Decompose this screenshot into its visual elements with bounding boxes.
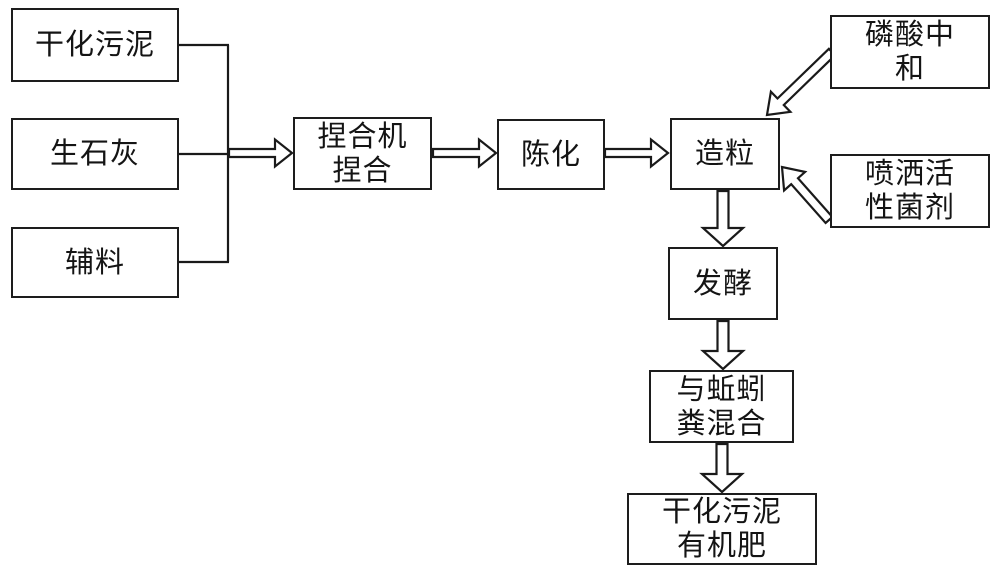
node-spray-bacteria-label-line1: 喷洒活 [864,158,955,190]
node-kneading-label-line1: 捏合机 [317,120,408,153]
node-earthworm-mix-label-line2: 粪混合 [676,407,767,440]
node-spray-bacteria: 喷洒活 性菌剂 [830,154,990,228]
node-auxiliary-material-label: 辅料 [64,246,125,279]
node-phosphoric-acid-label-line2: 和 [894,53,925,85]
node-phosphoric-acid: 磷酸中 和 [830,15,990,89]
arrow-aging-to-granulation [603,137,670,169]
node-phosphoric-acid-label-line1: 磷酸中 [864,19,955,51]
node-kneading: 捏合机 捏合 [293,117,432,190]
arrow-phosphoric-acid-to-granulation [765,47,837,117]
arrow-inputs-to-kneading [227,137,294,169]
node-kneading-label-line2: 捏合 [332,154,393,187]
node-earthworm-mix: 与蚯蚓 粪混合 [649,370,794,443]
node-fermentation: 发酵 [668,247,778,320]
node-earthworm-mix-label-line1: 与蚯蚓 [676,373,767,406]
arrow-earthworm-mix-to-fertilizer [699,442,745,494]
node-spray-bacteria-label-line2: 性菌剂 [864,192,955,224]
node-aging: 陈化 [497,119,605,190]
node-fermentation-label: 发酵 [692,267,753,300]
node-aging-label: 陈化 [520,138,581,171]
node-quicklime-label: 生石灰 [49,138,140,170]
arrow-spray-bacteria-to-granulation [780,165,834,225]
node-organic-fertilizer-label-line2: 有机肥 [676,530,767,562]
node-dried-sludge-label: 干化污泥 [34,29,155,61]
node-quicklime: 生石灰 [11,118,179,190]
node-granulation: 造粒 [670,118,780,190]
node-granulation-label: 造粒 [694,138,755,170]
node-organic-fertilizer-label-line1: 干化污泥 [661,496,782,528]
arrow-fermentation-to-earthworm-mix [700,319,746,371]
node-dried-sludge: 干化污泥 [11,8,179,82]
node-organic-fertilizer: 干化污泥 有机肥 [627,493,817,565]
node-auxiliary-material: 辅料 [11,227,179,298]
arrow-kneading-to-aging [431,137,498,169]
arrow-granulation-to-fermentation [700,189,746,248]
